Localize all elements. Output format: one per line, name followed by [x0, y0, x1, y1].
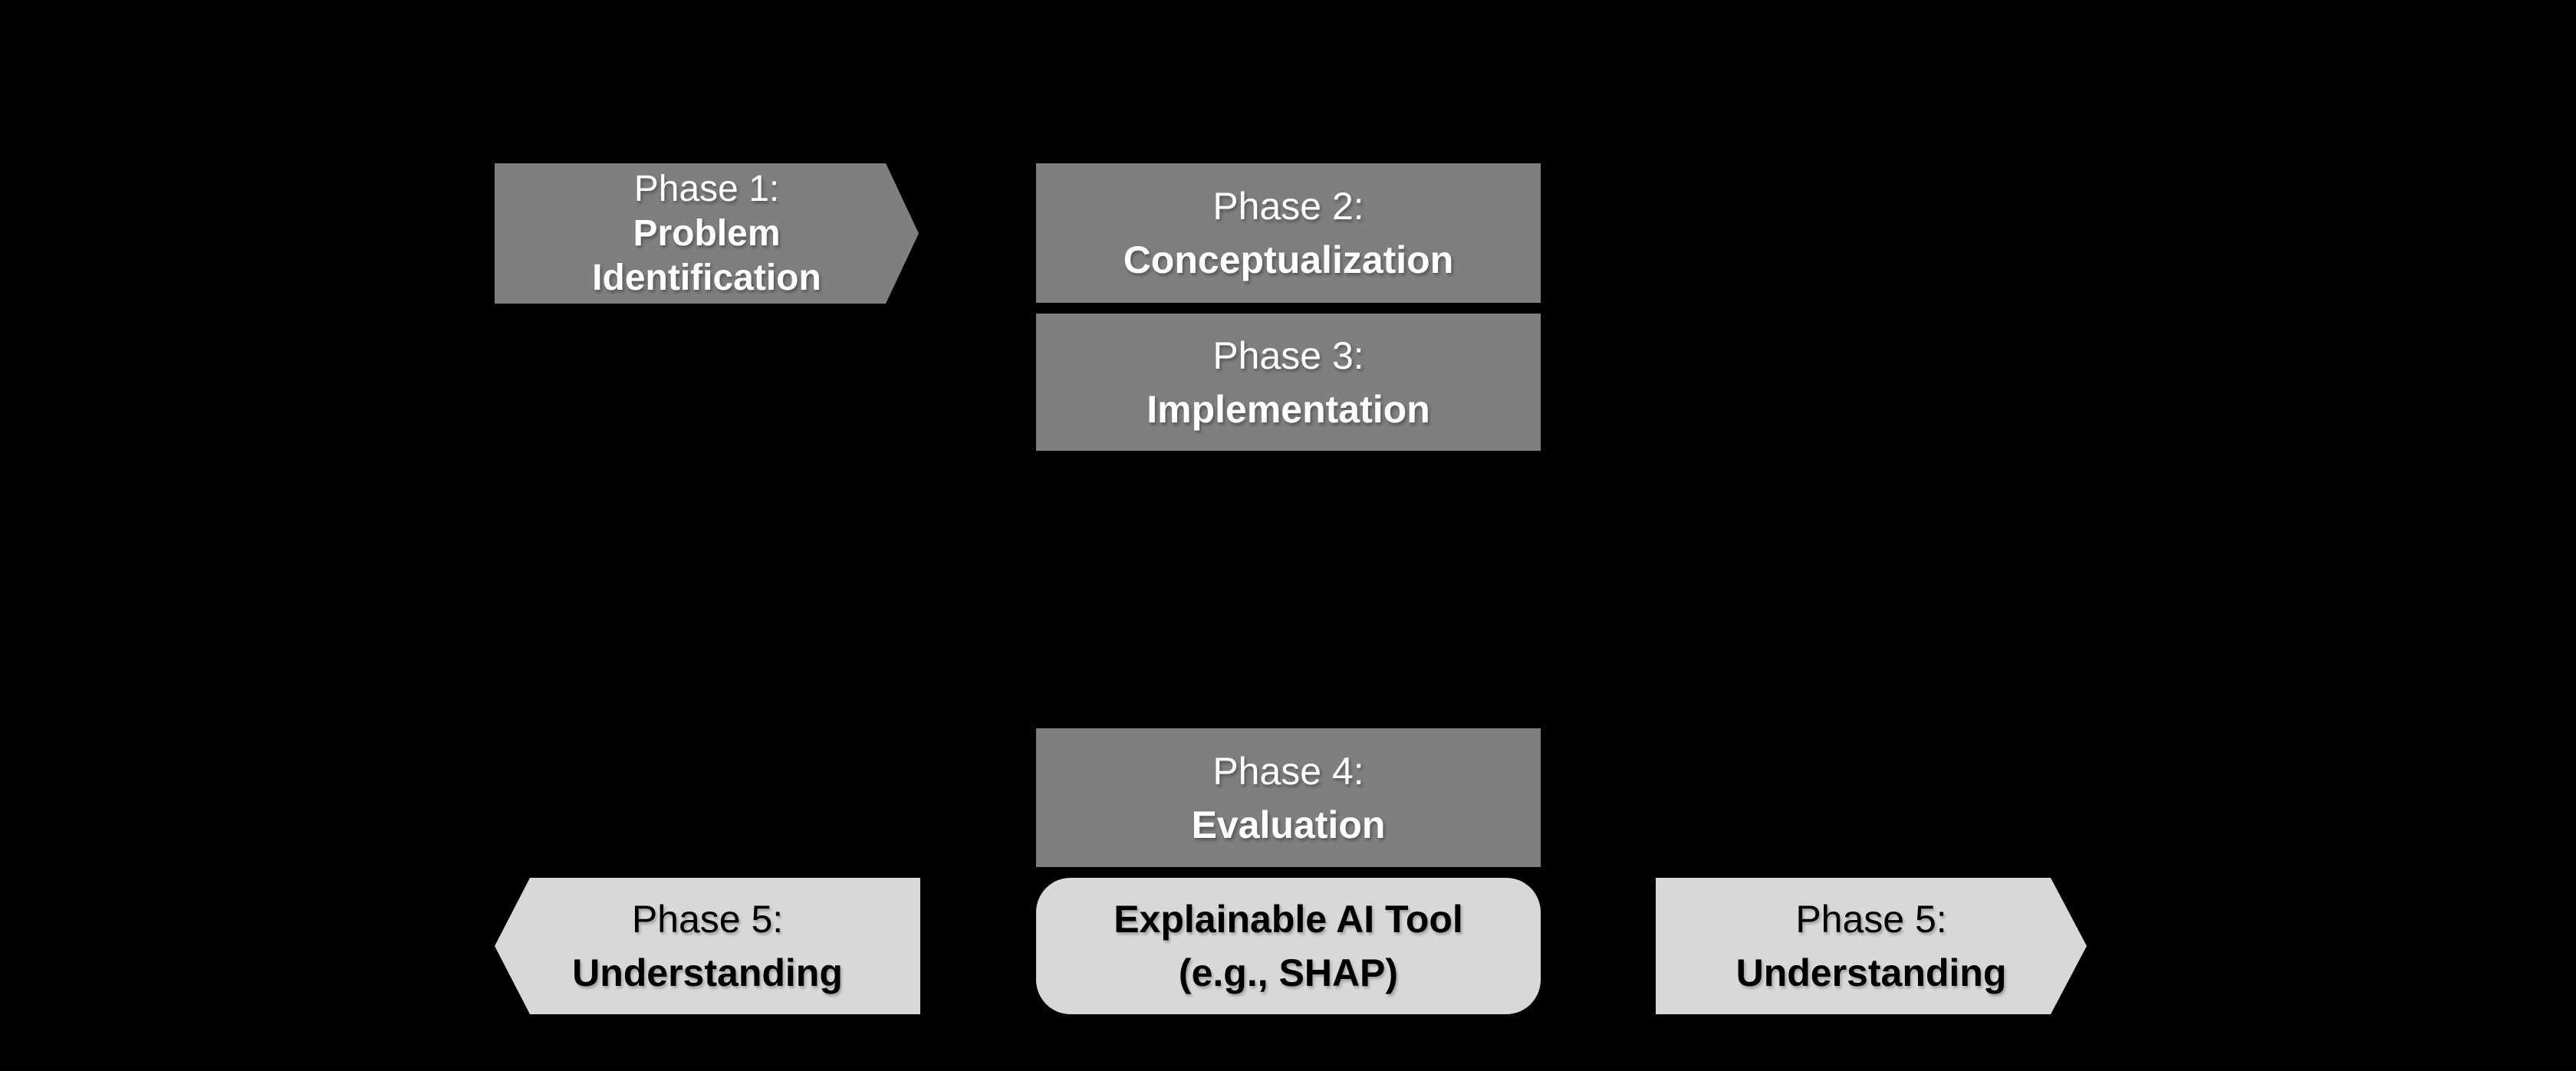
phase3-line2: Implementation	[1147, 387, 1430, 431]
phase5-left-node: Phase 5: Understanding	[495, 878, 920, 1014]
phase2-line2: Conceptualization	[1123, 238, 1454, 281]
phase5-left-line1: Phase 5:	[631, 898, 784, 941]
phase4-line1: Phase 4:	[1212, 749, 1364, 793]
phase1-line2: Problem	[633, 212, 781, 254]
phase3-line1: Phase 3:	[1212, 333, 1364, 377]
phase4-line2: Evaluation	[1191, 803, 1386, 846]
phase1-chevron-right-shape	[495, 163, 919, 304]
xai-tool-label: Explainable AI Tool (e.g., SHAP)	[1036, 892, 1541, 1000]
phase1-line3: Identification	[592, 257, 821, 298]
xai-tool-line1: Explainable AI Tool	[1114, 898, 1463, 941]
phase2-label: Phase 2: Conceptualization	[1036, 179, 1541, 287]
phase4-label: Phase 4: Evaluation	[1036, 744, 1541, 852]
phase2-node: Phase 2: Conceptualization	[1036, 163, 1541, 303]
phase5-right-node: Phase 5: Understanding	[1656, 878, 2087, 1014]
phase3-label: Phase 3: Implementation	[1036, 329, 1541, 436]
phase4-node: Phase 4: Evaluation	[1036, 728, 1541, 867]
phase1-node: Phase 1: Problem Identification	[495, 163, 919, 304]
phase2-line1: Phase 2:	[1212, 185, 1364, 228]
phase5-right-line2: Understanding	[1735, 951, 2007, 994]
phase5-right-chevron-right-shape	[1656, 878, 2087, 1014]
xai-tool-node: Explainable AI Tool (e.g., SHAP)	[1036, 878, 1541, 1014]
phase5-right-label: Phase 5: Understanding	[1656, 892, 2087, 1000]
phase1-line1: Phase 1:	[633, 168, 780, 209]
phase5-left-chevron-left-shape	[495, 878, 920, 1014]
xai-tool-line2: (e.g., SHAP)	[1178, 951, 1399, 994]
phase5-left-label: Phase 5: Understanding	[495, 892, 920, 1000]
phase5-right-line1: Phase 5:	[1795, 898, 1947, 941]
phase1-label: Phase 1: Problem Identification	[495, 167, 919, 301]
phase3-node: Phase 3: Implementation	[1036, 314, 1541, 451]
phase5-left-line2: Understanding	[572, 951, 843, 994]
